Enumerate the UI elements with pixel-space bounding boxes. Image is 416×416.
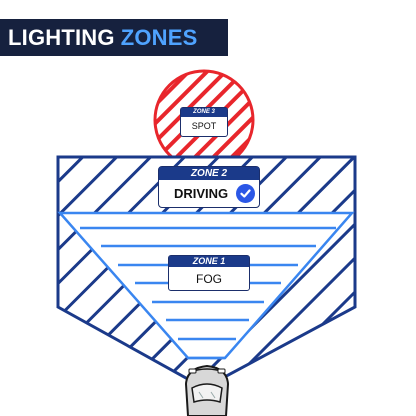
zone3-name: SPOT: [191, 121, 217, 131]
car-icon: [184, 364, 230, 416]
page-title: LIGHTING ZONES: [0, 19, 228, 56]
title-part-2: ZONES: [120, 24, 198, 50]
zone1-header: ZONE 1: [169, 256, 249, 267]
zone3-header: ZONE 3: [181, 108, 227, 117]
zone2-label: ZONE 2 DRIVING: [158, 166, 260, 208]
check-circle-icon: [236, 184, 256, 203]
title-part-1: LIGHTING: [8, 24, 115, 50]
zone1-label: ZONE 1 FOG: [168, 255, 250, 291]
zone2-name: DRIVING: [174, 186, 229, 201]
zone2-header: ZONE 2: [159, 167, 259, 180]
zone3-label: ZONE 3 SPOT: [180, 107, 228, 137]
zone1-name: FOG: [196, 272, 222, 286]
